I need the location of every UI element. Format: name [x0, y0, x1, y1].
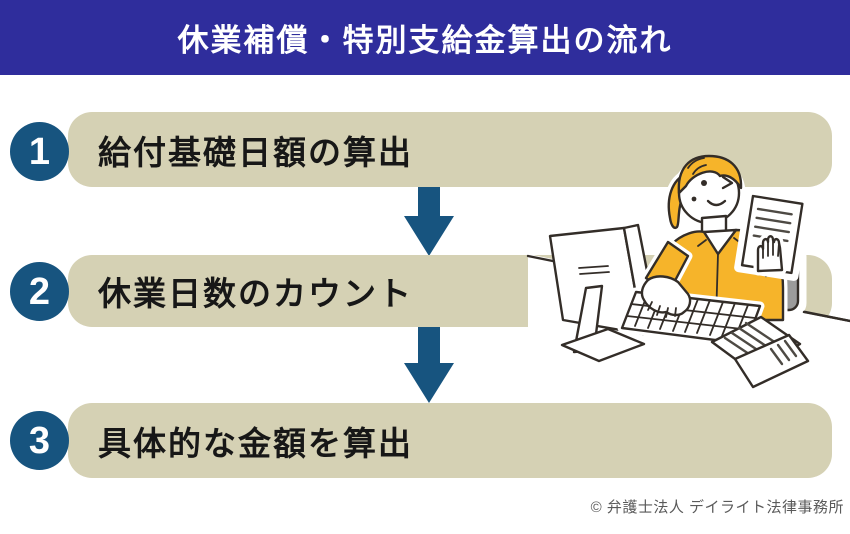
- arrow-down-icon: [404, 187, 454, 256]
- step-number-2: 2: [28, 270, 51, 313]
- arrow-down-icon: [404, 327, 454, 403]
- woman-at-desk-illustration: [526, 154, 850, 400]
- step-label-3: 具体的な金額を算出: [98, 424, 413, 462]
- step-label-1: 給付基礎日額の算出: [98, 133, 413, 171]
- step-number-badge-3: 3: [10, 411, 69, 470]
- step-number-3: 3: [28, 419, 51, 462]
- step-bar-3: 具体的な金額を算出: [68, 403, 832, 478]
- page-title: 休業補償・特別支給金算出の流れ: [177, 23, 673, 58]
- step-label-2: 休業日数のカウント: [98, 275, 413, 312]
- step-number-1: 1: [28, 130, 51, 173]
- copyright-text: © 弁護士法人 デイライト法律事務所: [590, 499, 844, 516]
- step-bar-1: 給付基礎日額の算出: [68, 112, 832, 187]
- step-number-badge-1: 1: [10, 122, 69, 181]
- step-number-badge-2: 2: [10, 262, 69, 321]
- header-banner: 休業補償・特別支給金算出の流れ: [0, 0, 850, 75]
